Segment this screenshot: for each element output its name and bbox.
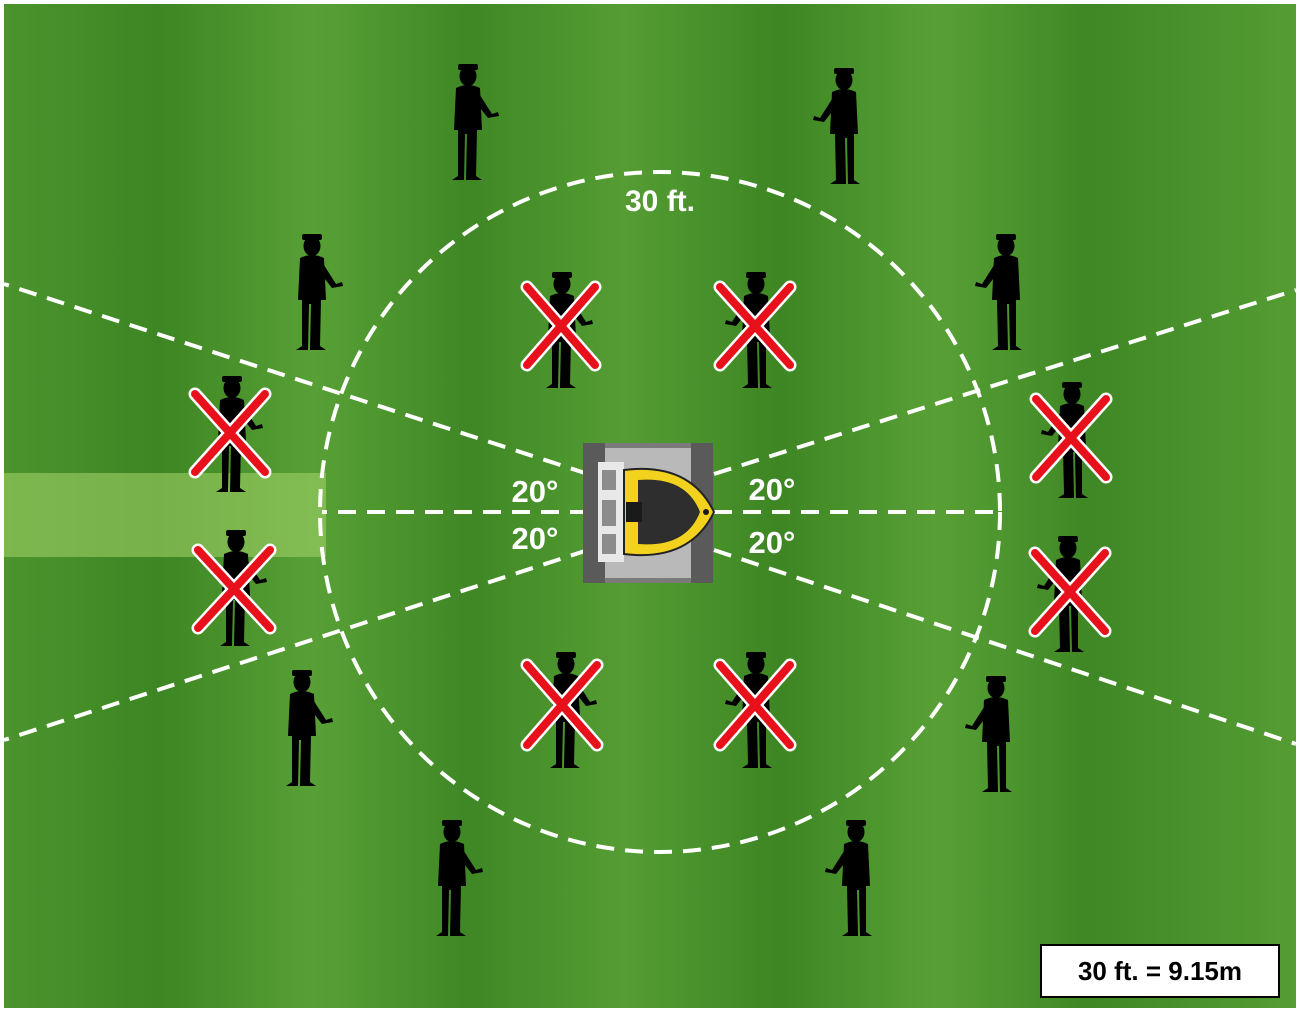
angle-label-upper-left: 20° xyxy=(512,474,559,509)
scale-legend-text: 30 ft. = 9.15m xyxy=(1078,956,1242,987)
radius-label: 30 ft. xyxy=(625,185,695,218)
angle-label-upper-right: 20° xyxy=(749,472,796,507)
angle-label-lower-right: 20° xyxy=(749,525,796,560)
scale-legend: 30 ft. = 9.15m xyxy=(1040,944,1280,998)
path-strip xyxy=(4,473,326,557)
angle-label-lower-left: 20° xyxy=(512,521,559,556)
mower-topview-icon xyxy=(583,443,714,583)
